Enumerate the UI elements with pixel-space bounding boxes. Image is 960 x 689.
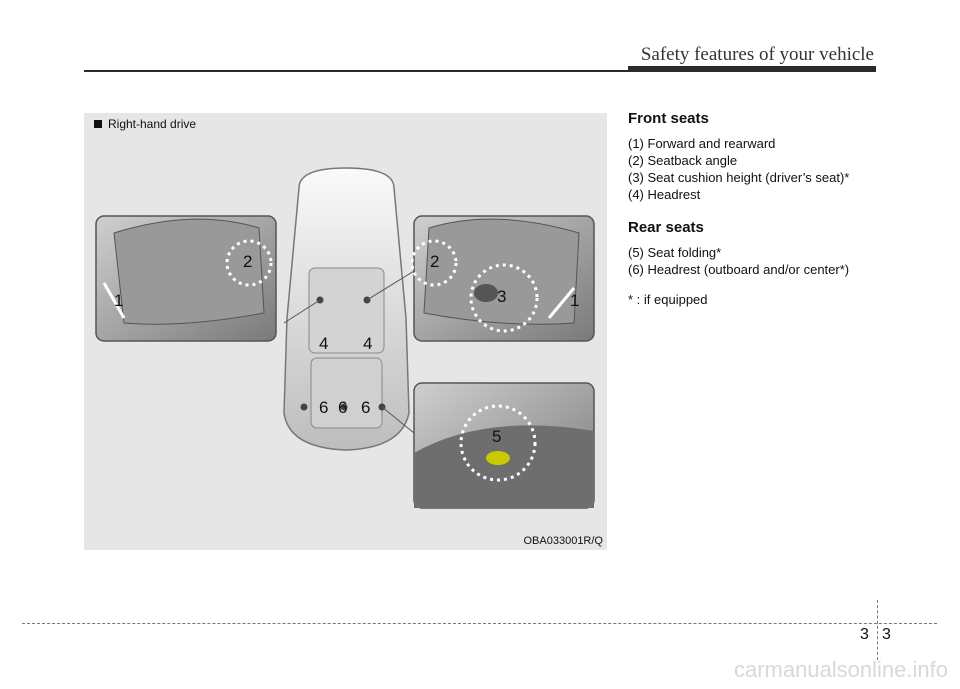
right-seat-inset bbox=[410, 215, 595, 342]
callout-6-center: 6 bbox=[338, 398, 347, 417]
front-item: (1) Forward and rearward bbox=[628, 136, 776, 151]
front-item: (4) Headrest bbox=[628, 187, 701, 202]
header-rule bbox=[84, 70, 876, 72]
seat-adjustment-illustration: Right-hand drive bbox=[84, 113, 607, 550]
rear-seats-heading: Rear seats bbox=[628, 219, 704, 236]
figure-code: OBA033001R/Q bbox=[523, 535, 604, 547]
callout-2-left: 2 bbox=[243, 252, 252, 271]
rear-item: (6) Headrest (outboard and/or center*) bbox=[628, 262, 850, 277]
rear-seat-inset bbox=[413, 382, 595, 509]
callout-3: 3 bbox=[497, 287, 506, 306]
left-seat-inset bbox=[95, 215, 277, 342]
callout-6-left: 6 bbox=[319, 398, 328, 417]
page-number: 3 bbox=[882, 626, 891, 643]
callout-5: 5 bbox=[492, 427, 501, 446]
front-item: (3) Seat cushion height (driver’s seat)* bbox=[628, 170, 850, 185]
page-divider bbox=[877, 600, 878, 660]
callout-1-right: 1 bbox=[570, 291, 579, 310]
callout-4-right: 4 bbox=[363, 334, 372, 353]
seat-diagram: 1 2 1 2 3 4 4 5 6 6 6 bbox=[95, 167, 595, 509]
callout-1-left: 1 bbox=[114, 291, 123, 310]
figure-caption: Right-hand drive bbox=[94, 117, 196, 131]
front-item: (2) Seatback angle bbox=[628, 153, 738, 168]
front-seats-heading: Front seats bbox=[628, 110, 709, 127]
watermark: carmanualsonline.info bbox=[733, 657, 948, 682]
chapter-number: 3 bbox=[860, 626, 869, 643]
callout-2-right: 2 bbox=[430, 252, 439, 271]
bullet-square-icon bbox=[94, 120, 102, 128]
car-top-view bbox=[283, 167, 415, 451]
callout-6-right: 6 bbox=[361, 398, 370, 417]
callout-labels: 1 2 1 2 3 4 4 5 6 6 6 bbox=[114, 252, 579, 446]
section-title: Safety features of your vehicle bbox=[640, 44, 874, 65]
rear-item: (5) Seat folding* bbox=[628, 245, 722, 260]
equipped-note: * : if equipped bbox=[628, 292, 708, 307]
callout-4-left: 4 bbox=[319, 334, 328, 353]
seat-description: Front seats (1) Forward and rearward (2)… bbox=[628, 110, 928, 307]
header-rule-accent bbox=[628, 66, 876, 71]
footer-rule bbox=[22, 623, 937, 624]
